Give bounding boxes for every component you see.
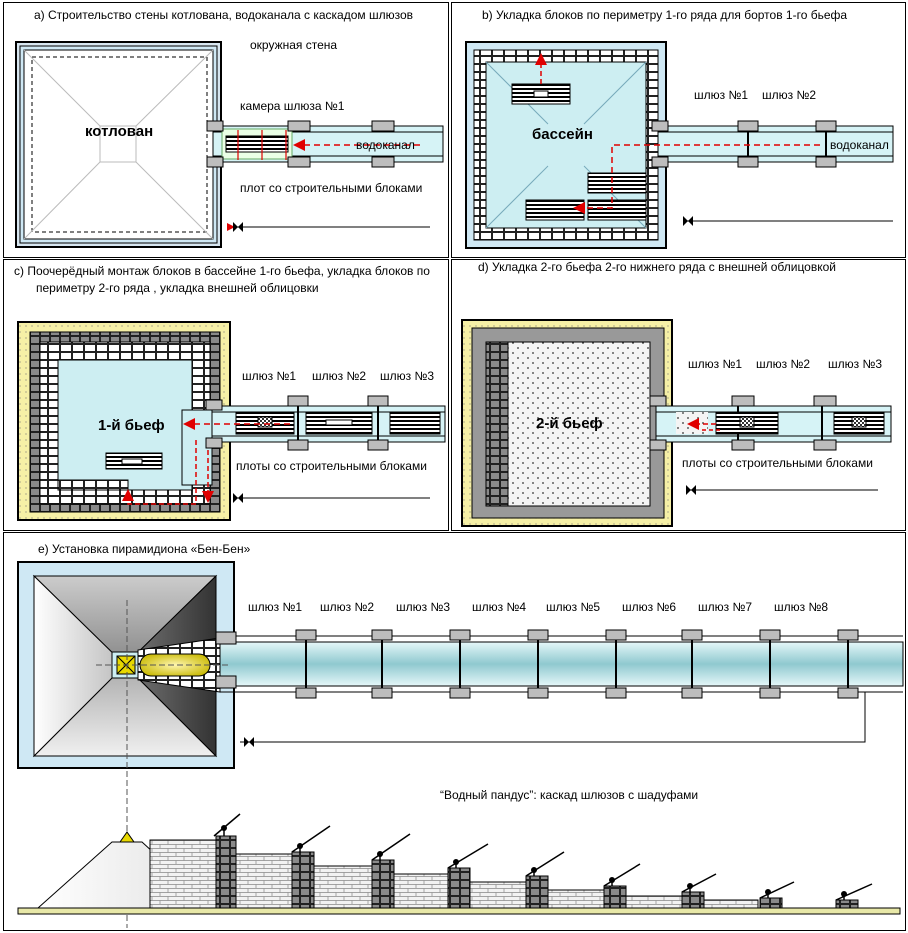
reach-1-label: 1-й бьеф <box>98 417 165 434</box>
panel-b-drawing <box>465 41 894 249</box>
panel-c-caption-line1: c) Поочерёдный монтаж блоков в бассейне … <box>14 264 430 278</box>
lock-label-b1: шлюз №1 <box>694 88 749 102</box>
lock-label-e3: шлюз №3 <box>396 600 451 614</box>
lock-label-e1: шлюз №1 <box>248 600 303 614</box>
lock-label-e5: шлюз №5 <box>546 600 601 614</box>
ramp-caption: “Водный пандус”: каскад шлюзов с шадуфам… <box>440 788 699 802</box>
lock-label-d3: шлюз №3 <box>828 357 883 371</box>
rafts-label-c: плоты со строительными блоками <box>236 459 427 473</box>
lock-label-b2: шлюз №2 <box>762 88 817 102</box>
pool-label: бассейн <box>532 126 593 143</box>
pit-label: котлован <box>85 123 154 140</box>
panel-d-drawing <box>461 319 892 527</box>
lock-chamber-label: камера шлюза №1 <box>240 99 345 113</box>
lock-label-d2: шлюз №2 <box>756 357 811 371</box>
lock-label-e8: шлюз №8 <box>774 600 829 614</box>
lock-label-c3: шлюз №3 <box>380 369 435 383</box>
rafts-label-d: плоты со строительными блоками <box>682 456 873 470</box>
lock-label-e7: шлюз №7 <box>698 600 753 614</box>
lock-label-c1: шлюз №1 <box>242 369 297 383</box>
reach-2-label: 2-й бьеф <box>536 415 603 432</box>
panel-a-drawing <box>15 41 444 248</box>
wall-label: окружная стена <box>250 38 338 52</box>
panel-a-caption: a) Строительство стены котлована, водока… <box>34 8 414 22</box>
lock-label-e4: шлюз №4 <box>472 600 527 614</box>
canal-label-b: водоканал <box>830 138 889 152</box>
panel-b-caption: b) Укладка блоков по периметру 1-го ряда… <box>482 8 848 22</box>
lock-label-e6: шлюз №6 <box>622 600 677 614</box>
canal-label-a: водоканал <box>356 138 415 152</box>
panel-d-caption: d) Укладка 2-го бьефа 2-го нижнего ряда … <box>478 260 836 274</box>
water-ramp-elevation <box>17 813 901 915</box>
lock-label-e2: шлюз №2 <box>320 600 375 614</box>
panel-c-drawing <box>17 321 446 521</box>
lock-label-c2: шлюз №2 <box>312 369 367 383</box>
panel-e-plan <box>17 561 904 928</box>
lock-label-d1: шлюз №1 <box>688 357 743 371</box>
panel-c-caption-line2: периметру 2-го ряда , укладка внешней об… <box>36 281 319 295</box>
raft-label: плот со строительными блоками <box>240 181 423 195</box>
panel-e-caption: e) Установка пирамидиона «Бен-Бен» <box>38 542 251 556</box>
